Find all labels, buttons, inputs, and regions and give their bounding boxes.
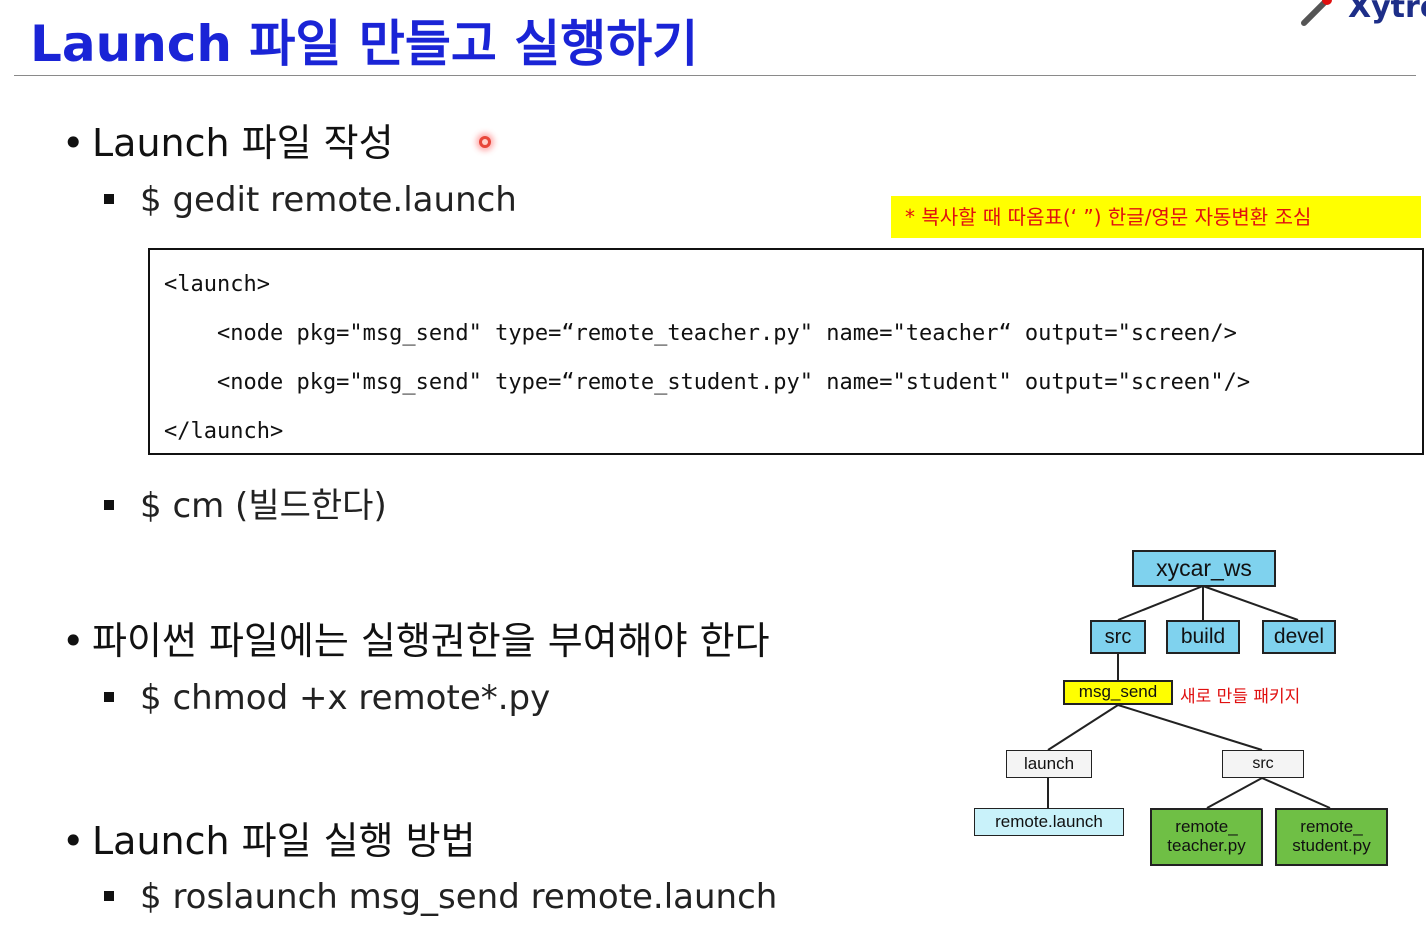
xytron-logo-icon — [1300, 0, 1332, 26]
slide-title: Launch 파일 만들고 실행하기 — [30, 15, 699, 73]
brand-logo: Xytro — [1300, 0, 1426, 26]
tree-node-remote-student: remote_ student.py — [1275, 808, 1388, 866]
bullet-text: Launch 파일 작성 — [92, 121, 394, 165]
tree-node-remote-launch: remote.launch — [974, 808, 1124, 836]
code-line: <node pkg="msg_send" type=“remote_teache… — [164, 321, 1237, 346]
bullet-text: 파이썬 파일에는 실행권한을 부여해야 한다 — [92, 619, 770, 663]
command-text: $ cm (빌드한다) — [140, 486, 387, 526]
title-divider — [14, 75, 1416, 76]
new-package-label: 새로 만들 패키지 — [1180, 687, 1301, 707]
tree-node-launch: launch — [1006, 750, 1092, 778]
command-roslaunch: $ roslaunch msg_send remote.launch — [104, 877, 777, 917]
command-chmod: $ chmod +x remote*.py — [104, 678, 550, 718]
code-line: <node pkg="msg_send" type=“remote_studen… — [164, 370, 1251, 395]
tree-node-devel: devel — [1262, 620, 1336, 654]
tree-node-src: src — [1090, 620, 1146, 654]
bullet-launch-write: •Launch 파일 작성 — [62, 121, 394, 165]
command-gedit: $ gedit remote.launch — [104, 180, 517, 220]
command-text: $ chmod +x remote*.py — [140, 678, 551, 718]
command-text: $ roslaunch msg_send remote.launch — [140, 877, 778, 917]
code-line: <launch> — [164, 272, 270, 297]
copy-warning-note: * 복사할 때 따옴표(‘ ”) 한글/영문 자동변환 조심 — [891, 196, 1421, 238]
tree-node-remote-teacher: remote_ teacher.py — [1150, 808, 1263, 866]
logo-text: Xytro — [1348, 0, 1426, 25]
tree-node-build: build — [1166, 620, 1240, 654]
square-bullet-icon — [104, 499, 114, 510]
launch-code-box: <launch> <node pkg="msg_send" type=“remo… — [148, 248, 1424, 455]
square-bullet-icon — [104, 691, 114, 702]
bullet-text: Launch 파일 실행 방법 — [92, 819, 476, 863]
tree-node-src-sub: src — [1222, 750, 1304, 778]
code-line: </launch> — [164, 419, 284, 444]
command-text: $ gedit remote.launch — [140, 180, 517, 220]
square-bullet-icon — [104, 193, 114, 204]
laser-pointer-dot — [479, 136, 491, 148]
bullet-exec-permission: •파이썬 파일에는 실행권한을 부여해야 한다 — [62, 619, 770, 663]
square-bullet-icon — [104, 890, 114, 901]
bullet-launch-run: •Launch 파일 실행 방법 — [62, 819, 476, 863]
tree-node-msg-send: msg_send — [1063, 680, 1173, 705]
tree-node-xycar-ws: xycar_ws — [1132, 550, 1276, 587]
command-cm: $ cm (빌드한다) — [104, 478, 387, 527]
